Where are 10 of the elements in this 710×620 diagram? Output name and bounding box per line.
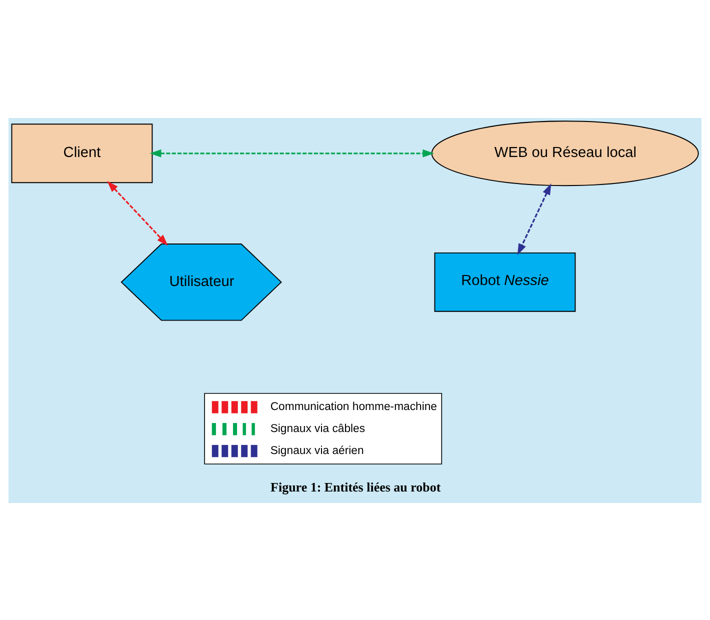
node-box: Client (11, 123, 153, 183)
arrow (517, 182, 552, 255)
node-ellipse: WEB ou Réseau local (431, 120, 699, 186)
legend-label: Signaux via câbles (270, 422, 366, 435)
legend-label: Communication homme-machine (270, 400, 438, 413)
caption: Figure 1: Entités liées au robot (270, 478, 441, 494)
arrow (107, 180, 168, 246)
node-box: Robot Nessie (434, 252, 576, 312)
arrow (150, 148, 434, 157)
legend-label: Signaux via aérien (270, 444, 364, 457)
